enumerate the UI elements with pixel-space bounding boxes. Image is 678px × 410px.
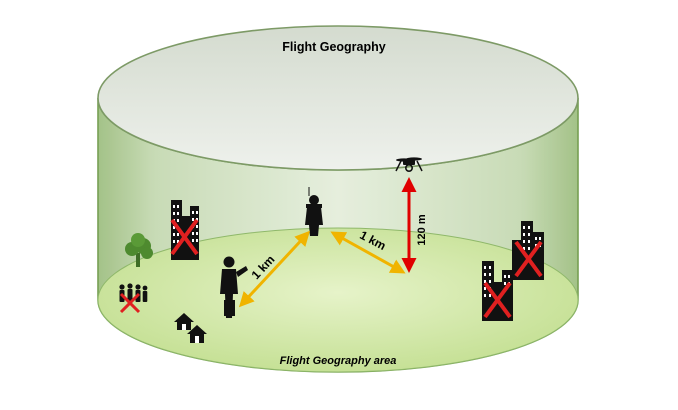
city-prohibited-icon-right xyxy=(482,221,544,321)
cylinder-top xyxy=(97,25,579,171)
height-label: 120 m xyxy=(416,214,428,245)
crowd-prohibited-icon xyxy=(119,283,148,314)
tree-icon xyxy=(125,233,153,267)
flight-geography-area xyxy=(97,227,579,373)
pilot-observer-distance-arrow xyxy=(238,230,311,308)
diagram-title: Flight Geography xyxy=(282,40,386,54)
area-label: Flight Geography area xyxy=(280,355,397,367)
drone-icon xyxy=(395,157,423,173)
pilot-drone-distance-arrow xyxy=(330,231,406,274)
city-prohibited-icon xyxy=(170,200,199,260)
remote-pilot-icon xyxy=(305,187,323,236)
houses-icon xyxy=(174,313,207,343)
